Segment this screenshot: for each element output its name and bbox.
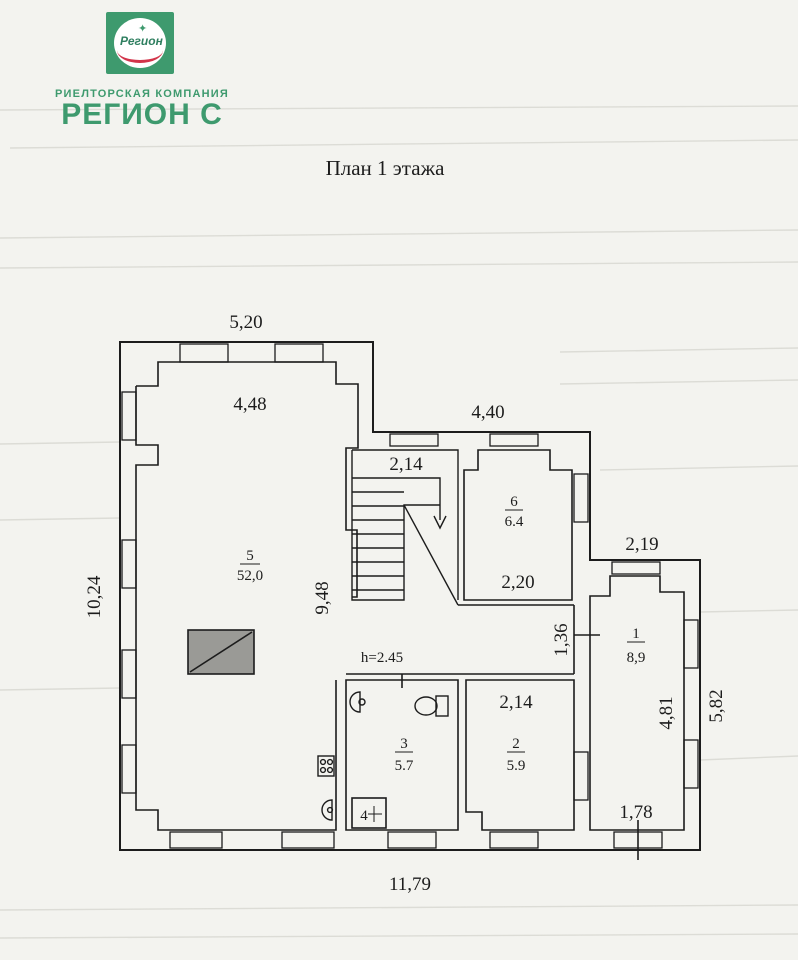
room-3-number: 3 bbox=[400, 736, 408, 752]
room-5-area: 52,0 bbox=[237, 568, 263, 584]
dim-left-height: 10,24 bbox=[84, 575, 105, 618]
room-2-number: 2 bbox=[512, 736, 520, 752]
dim-right-width: 2,19 bbox=[625, 534, 658, 555]
dim-right-height: 5,82 bbox=[706, 689, 727, 722]
hall-sink-icon bbox=[321, 799, 333, 821]
room-3-walls bbox=[345, 679, 459, 831]
room-6-number: 6 bbox=[510, 494, 518, 510]
room-1-walls bbox=[589, 575, 685, 831]
dim-room6-width: 2,20 bbox=[501, 572, 534, 593]
room-1-area: 8,9 bbox=[627, 650, 646, 666]
sprig-icon: ✦ bbox=[138, 22, 148, 35]
room-4-number: 4 bbox=[360, 808, 368, 824]
dim-room1-height: 4,81 bbox=[656, 696, 677, 729]
room-2-area: 5.9 bbox=[507, 758, 526, 774]
left-windows bbox=[121, 391, 137, 794]
outer-wall bbox=[119, 341, 701, 851]
dim-stair-width: 2,14 bbox=[389, 454, 423, 475]
dim-corridor-width: 1,36 bbox=[551, 623, 572, 656]
dim-top-left-width: 5,20 bbox=[229, 312, 262, 333]
fixtures bbox=[317, 691, 449, 821]
dim-bath-width: 2,14 bbox=[499, 692, 533, 713]
room-2-walls bbox=[465, 679, 575, 831]
room-1-number: 1 bbox=[632, 626, 640, 642]
chimney bbox=[187, 629, 255, 675]
dim-room1-bottom-width: 1,78 bbox=[619, 802, 652, 823]
room-4-walls bbox=[351, 797, 387, 829]
dim-hall-inner-width: 4,48 bbox=[233, 394, 266, 415]
logo-word: Регион bbox=[120, 34, 163, 48]
room-5-number: 5 bbox=[246, 548, 254, 564]
outer-wall-inner bbox=[136, 361, 359, 598]
room-6-walls bbox=[463, 449, 573, 601]
plan-title: План 1 этажа bbox=[325, 156, 445, 180]
room-3-area: 5.7 bbox=[395, 758, 414, 774]
hall-left-wall bbox=[135, 386, 337, 831]
bottom-windows bbox=[169, 831, 663, 849]
corridor-walls bbox=[346, 604, 600, 675]
toilet-icon bbox=[414, 696, 438, 716]
dim-hall-height: 9,48 bbox=[312, 581, 333, 614]
sink-icon bbox=[349, 691, 361, 713]
room-6-area: 6.4 bbox=[505, 514, 524, 530]
top-windows bbox=[179, 343, 661, 575]
company-logo: ✦ Регион bbox=[106, 12, 174, 74]
company-subtitle: РИЕЛТОРСКАЯ КОМПАНИЯ bbox=[55, 88, 229, 100]
dim-middle-width: 4,40 bbox=[471, 402, 504, 423]
company-name: РЕГИОН С bbox=[61, 98, 223, 131]
ceiling-height: h=2.45 bbox=[361, 650, 403, 666]
logo-emblem: ✦ Регион bbox=[114, 18, 166, 68]
stove-icon bbox=[317, 755, 335, 777]
staircase bbox=[351, 449, 459, 606]
swoosh-icon bbox=[117, 38, 163, 63]
dim-bottom-total: 11,79 bbox=[389, 874, 431, 895]
